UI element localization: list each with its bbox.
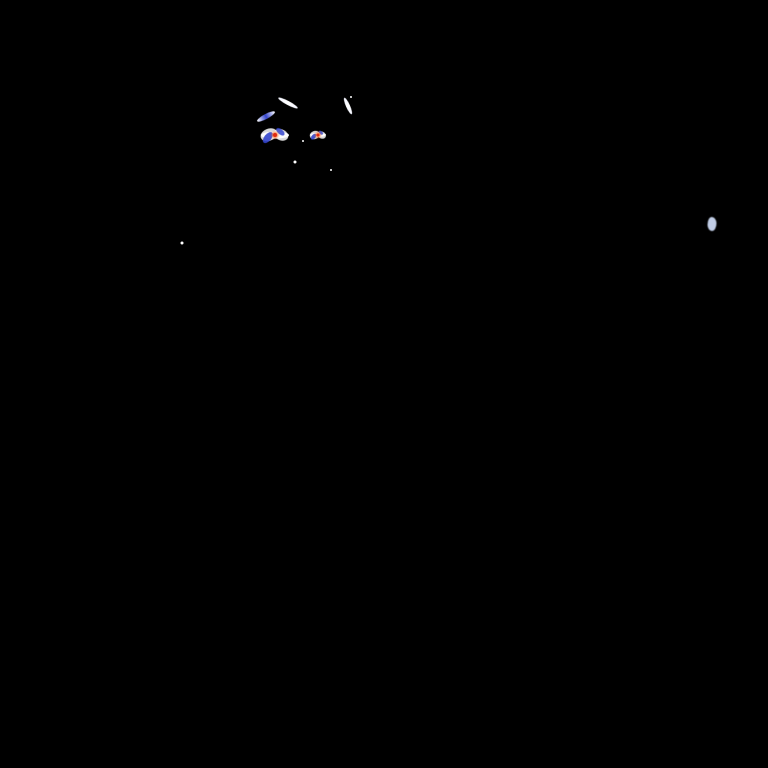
dark-field-background	[0, 0, 768, 768]
capture-viewport[interactable]: Near-black dark-field frame with a small…	[0, 0, 768, 768]
